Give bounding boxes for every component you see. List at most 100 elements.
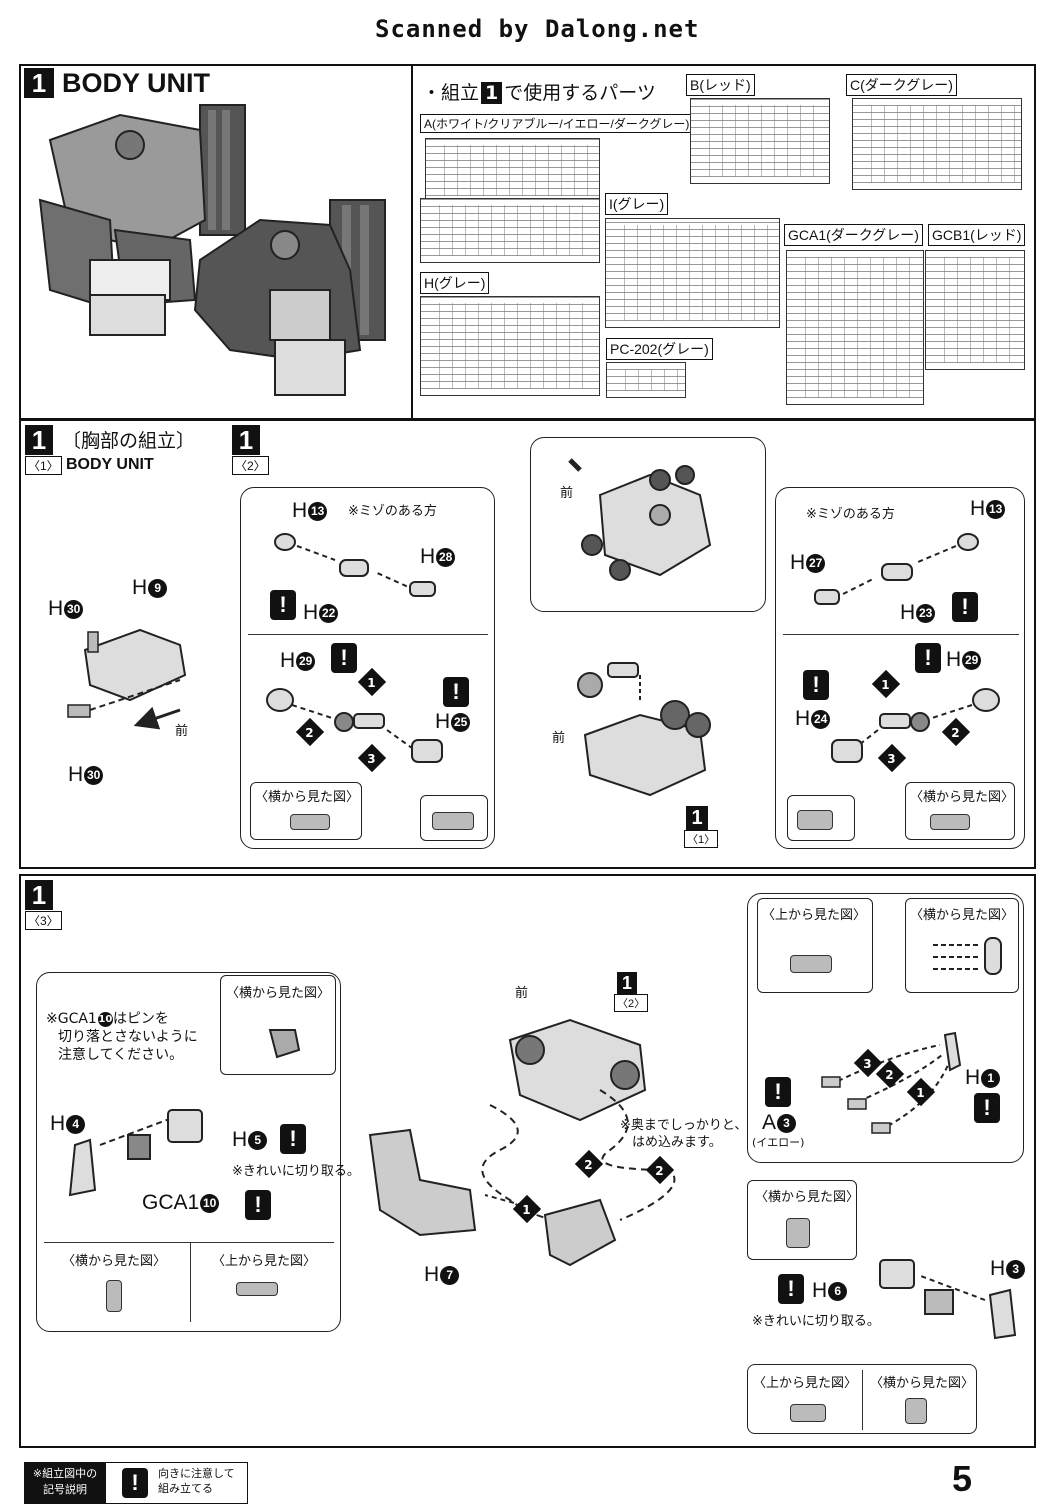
- step-1-2-right-divider: [783, 634, 1019, 635]
- step-1-1-number: 1: [25, 425, 53, 455]
- step-1-3-left-divider: [44, 1242, 334, 1243]
- step-1-3-ref-sub: 〈2〉: [614, 994, 649, 1012]
- warning-icon-h25: !: [443, 677, 469, 707]
- warning-icon-h29-right: !: [915, 643, 941, 673]
- side-view-box-1-3-left: [220, 975, 336, 1075]
- warning-icon-h6: !: [778, 1274, 804, 1304]
- top-view-part-1-3-left: [236, 1282, 278, 1296]
- warning-icon-h23: !: [952, 592, 978, 622]
- side-view-caption-1-3-right-bottom: 〈横から見た図〉: [870, 1376, 975, 1391]
- side-view-box-left-b: [420, 795, 488, 841]
- label-front-main: 前: [552, 731, 566, 746]
- top-view-caption-1-3-right: 〈上から見た図〉: [762, 908, 867, 923]
- step-1-2-callout-drawing: [568, 458, 712, 581]
- top-view-part-1-3-right: [790, 955, 832, 973]
- step-1-2-right-bottom-drawing: [831, 688, 1000, 763]
- warning-icon-h24: !: [803, 670, 829, 700]
- groove-note-left: ※ミゾのある方: [348, 504, 437, 519]
- step-marker-2-right: 2: [941, 717, 971, 747]
- clean-cut-note-right: ※きれいに切り取る。: [752, 1314, 880, 1329]
- clean-cut-note-left: ※きれいに切り取る。: [232, 1164, 360, 1179]
- step-marker-3-left: 3: [357, 743, 387, 773]
- runner-label-i: I(グレー): [605, 193, 669, 215]
- top-view-part-1-3-right-bottom: [790, 1404, 826, 1422]
- runner-a: [425, 138, 600, 203]
- section-number: 1: [24, 68, 54, 98]
- body-unit-rear-view: [193, 199, 386, 396]
- step-1-2-main-drawing: [577, 662, 711, 797]
- step-1-2-left-divider: [248, 634, 488, 635]
- runner-c: [852, 98, 1022, 190]
- body-unit-illustration: [38, 104, 386, 396]
- side-view-caption-left: 〈横から見た図〉: [255, 790, 360, 805]
- side-view-part-1-3-right: [933, 937, 1002, 975]
- side-view-caption-right: 〈横から見た図〉: [910, 790, 1015, 805]
- top-view-caption-1-3-right-bottom: 〈上から見た図〉: [753, 1376, 858, 1391]
- step-marker-1-center: 1: [512, 1194, 542, 1224]
- legend-title-line-1: ※組立図中の: [32, 1467, 98, 1480]
- step-1-3-center-drawing: [368, 1018, 676, 1267]
- step-marker-1-right: 1: [871, 669, 901, 699]
- step-1-2-number: 1: [232, 425, 260, 455]
- step-1-2-right-top-drawing: [814, 533, 979, 605]
- step-1-1-title: 〔胸部の組立〕: [62, 430, 196, 452]
- legend-description: 向きに注意して 組み立てる: [158, 1467, 235, 1495]
- step-1-2-sub: 〈2〉: [232, 456, 269, 475]
- section-step-1-1-and-1-2: [19, 419, 1036, 869]
- press-note-1: ※奥までしっかりと、: [620, 1118, 748, 1133]
- warning-icon-gca1: !: [245, 1190, 271, 1220]
- warning-icon-a3: !: [765, 1077, 791, 1107]
- runner-label-h: H(グレー): [420, 272, 490, 294]
- scan-credit: Scanned by Dalong.net: [375, 15, 700, 43]
- runner-i: [605, 218, 780, 328]
- step-1-2-left-bottom-drawing: [266, 688, 443, 763]
- step-1-2-ref-sub: 〈1〉: [684, 830, 719, 848]
- side-view-box-left-a: [250, 782, 362, 840]
- runner-b: [690, 98, 830, 184]
- step-1-3-right-bottom-vdivider: [862, 1370, 863, 1430]
- runner-h: [420, 296, 600, 396]
- step-1-1-drawing: [67, 628, 187, 730]
- step-marker-2-center-a: 2: [574, 1149, 604, 1179]
- side-view-part-left-a: [290, 814, 330, 830]
- legend-warning-icon: !: [122, 1468, 148, 1498]
- side-view-part-left-b: [432, 812, 474, 830]
- step-marker-1-left: 1: [357, 667, 387, 697]
- side-view-caption-1-3-right-mid: 〈横から見た図〉: [755, 1190, 860, 1205]
- side-view-box-right-b: [905, 782, 1015, 840]
- step-1-3-right-top-drawing: [821, 1031, 962, 1134]
- step-marker-2-left: 2: [295, 717, 325, 747]
- side-view-part-1-3-left: [268, 1029, 301, 1059]
- label-yellow: (イエロー): [752, 1136, 805, 1149]
- step-marker-3-right: 3: [877, 743, 907, 773]
- step-1-3-number: 1: [25, 880, 53, 910]
- groove-note-right: ※ミゾのある方: [806, 507, 895, 522]
- label-front-callout: 前: [560, 486, 574, 501]
- step-1-3-sub: 〈3〉: [25, 911, 62, 930]
- runner-pc202: [606, 362, 686, 398]
- runner-label-b: B(レッド): [686, 74, 755, 96]
- top-view-box-right: [757, 898, 873, 993]
- side-view-caption-1-3-left-b: 〈横から見た図〉: [62, 1254, 167, 1269]
- warning-icon-h5: !: [280, 1124, 306, 1154]
- side-view-part-right-b: [930, 814, 970, 830]
- runner-label-pc202: PC-202(グレー): [606, 338, 713, 360]
- parts-heading-step-number: 1: [481, 82, 503, 104]
- legend-title-box: ※組立図中の 記号説明: [24, 1462, 106, 1504]
- runner-a-lower: [420, 198, 600, 263]
